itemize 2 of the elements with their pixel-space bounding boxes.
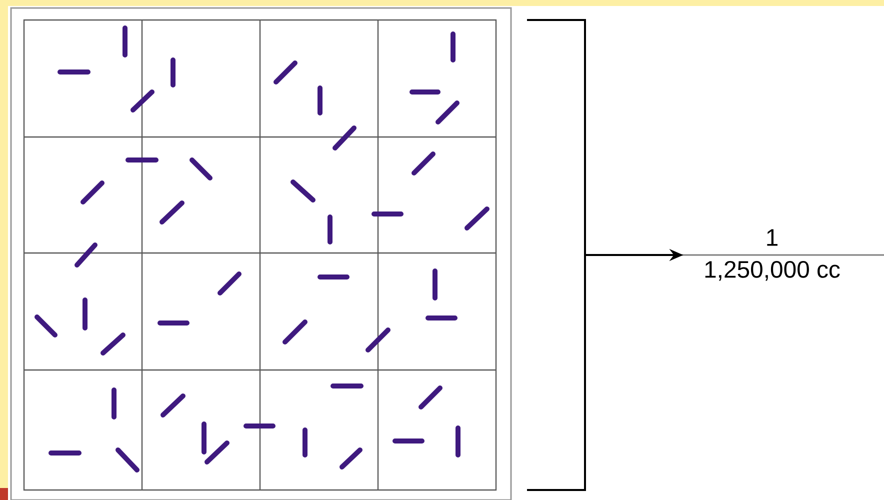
fraction: 1 1,250,000 cc bbox=[705, 229, 840, 281]
bracketed-grid-drawing bbox=[23, 19, 586, 491]
